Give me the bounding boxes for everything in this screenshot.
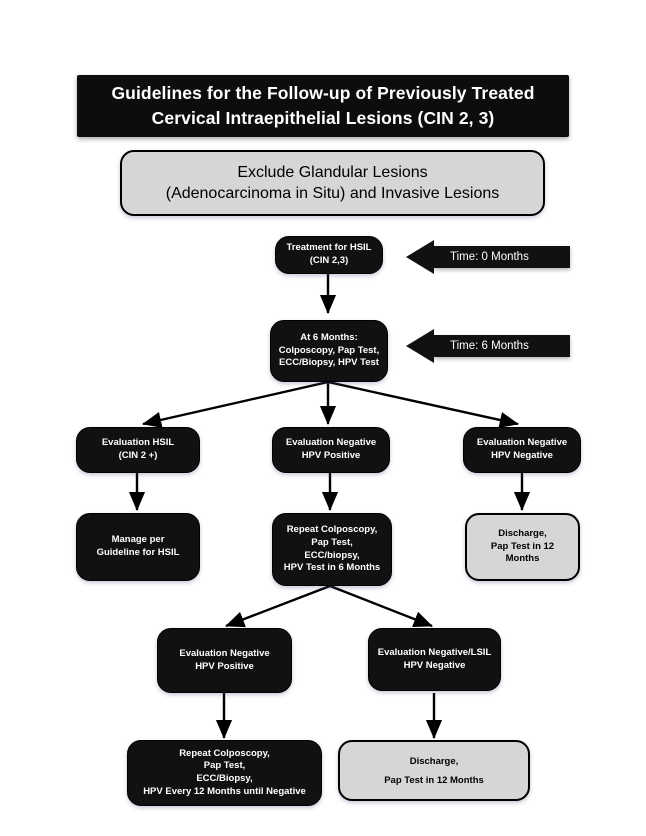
left-arrow-icon	[406, 240, 434, 274]
node-repeat-colposcopy-12-months: Repeat Colposcopy, Pap Test, ECC/Biopsy,…	[127, 740, 322, 806]
left-arrow-icon	[406, 329, 434, 363]
node-evaluation-hsil: Evaluation HSIL (CIN 2 +)	[76, 427, 200, 473]
chart-title-banner: Guidelines for the Follow-up of Previous…	[77, 75, 569, 137]
annotation-time-0-label: Time: 0 Months	[434, 246, 570, 268]
node-exclude-glandular-lesions: Exclude Glandular Lesions (Adenocarcinom…	[120, 150, 545, 216]
node-eval2-neg-hpv-pos-label: Evaluation Negative HPV Positive	[179, 647, 270, 672]
node-treatment-label: Treatment for HSIL (CIN 2,3)	[286, 242, 372, 266]
edge-repeat6-to-eval2-neg	[329, 584, 433, 628]
edge-6months-to-eval-neg-hpv-neg	[327, 380, 519, 429]
node-repeat-6mo-label: Repeat Colposcopy, Pap Test, ECC/biopsy,…	[283, 524, 381, 574]
node-discharge-2-label: Discharge, Pap Test in 12 Months	[384, 755, 484, 786]
node-evaluation-negative-hpv-negative: Evaluation Negative HPV Negative	[463, 427, 581, 473]
annotation-time-6-months: Time: 6 Months	[406, 329, 570, 363]
node-exclude-label: Exclude Glandular Lesions (Adenocarcinom…	[165, 163, 500, 202]
chart-title-text: Guidelines for the Follow-up of Previous…	[111, 83, 535, 128]
node-evaluation2-negative-lsil-hpv-negative: Evaluation Negative/LSIL HPV Negative	[368, 628, 501, 691]
edge-6months-to-eval-hsil	[142, 380, 329, 428]
node-eval-neg-hpv-pos-label: Evaluation Negative HPV Positive	[285, 437, 377, 461]
annotation-time-0-months: Time: 0 Months	[406, 240, 570, 274]
node-discharge-pap-12-months-a: Discharge, Pap Test in 12 Months	[465, 513, 580, 581]
annotation-time-6-label: Time: 6 Months	[434, 335, 570, 357]
node-discharge-1-label: Discharge, Pap Test in 12 Months	[490, 528, 555, 565]
node-eval-neg-hpv-neg-label: Evaluation Negative HPV Negative	[476, 437, 568, 461]
node-discharge-pap-12-months-b: Discharge, Pap Test in 12 Months	[338, 740, 530, 801]
node-eval2-neg-lsil-hpv-neg-label: Evaluation Negative/LSIL HPV Negative	[377, 646, 492, 671]
node-at-6-months: At 6 Months: Colposcopy, Pap Test, ECC/B…	[270, 320, 388, 382]
node-evaluation-hsil-label: Evaluation HSIL (CIN 2 +)	[101, 437, 175, 461]
node-manage-hsil-label: Manage per Guideline for HSIL	[96, 534, 180, 558]
edge-repeat6-to-eval2-pos	[225, 584, 331, 628]
node-repeat-colposcopy-6-months: Repeat Colposcopy, Pap Test, ECC/biopsy,…	[272, 513, 392, 586]
node-at-6-months-label: At 6 Months: Colposcopy, Pap Test, ECC/B…	[278, 332, 380, 369]
node-manage-per-guideline-hsil: Manage per Guideline for HSIL	[76, 513, 200, 581]
node-repeat-12mo-label: Repeat Colposcopy, Pap Test, ECC/Biopsy,…	[143, 747, 306, 797]
node-evaluation2-negative-hpv-positive: Evaluation Negative HPV Positive	[157, 628, 292, 693]
node-treatment-for-hsil: Treatment for HSIL (CIN 2,3)	[275, 236, 383, 274]
node-evaluation-negative-hpv-positive: Evaluation Negative HPV Positive	[272, 427, 390, 473]
